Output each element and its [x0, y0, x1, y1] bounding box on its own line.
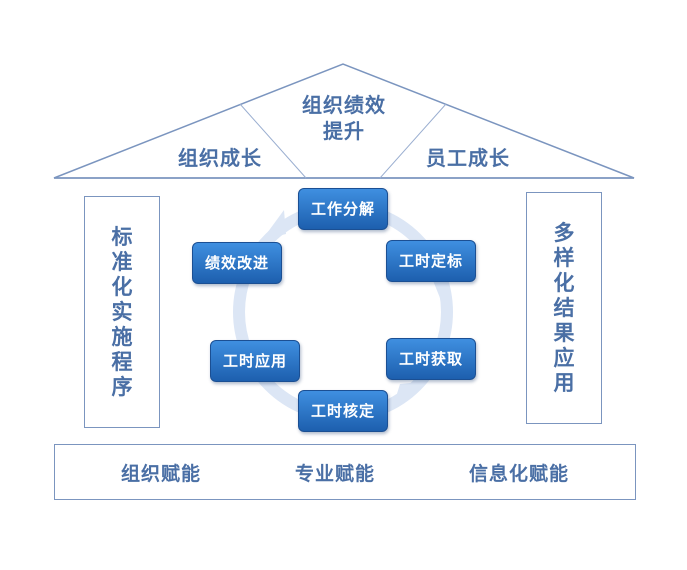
- roof-divider-right: [379, 103, 447, 179]
- foundation-base: 组织赋能 专业赋能 信息化赋能: [54, 444, 636, 500]
- pillar-left-text: 标准化实施程序: [111, 224, 133, 399]
- base-item-it-enablement: 信息化赋能: [469, 463, 570, 485]
- cycle-node-time-application: 工时应用: [210, 340, 300, 382]
- cycle-node-time-acquisition: 工时获取: [386, 338, 476, 380]
- ring-arrow-top-left: [262, 210, 286, 240]
- roof-divider-left: [239, 103, 307, 179]
- roof-right-label: 员工成长: [426, 146, 510, 170]
- roof-center-line2: 提升: [323, 119, 365, 143]
- roof-left-label: 组织成长: [178, 146, 262, 170]
- cycle-node-time-verification: 工时核定: [298, 390, 388, 432]
- cycle-node-work-breakdown: 工作分解: [298, 188, 388, 230]
- pillar-right-text: 多样化结果应用: [553, 220, 575, 395]
- pillar-left: 标准化实施程序: [84, 196, 160, 428]
- ring-arrow-bottom: [392, 382, 420, 410]
- base-item-org-enablement: 组织赋能: [121, 463, 202, 485]
- roof-center-line1: 组织绩效: [302, 93, 386, 117]
- base-item-professional-enablement: 专业赋能: [295, 463, 376, 485]
- roof-center-label: 组织绩效 提升: [284, 92, 404, 144]
- cycle-node-time-standard: 工时定标: [386, 240, 476, 282]
- cycle-node-performance-improvement: 绩效改进: [192, 242, 282, 284]
- pillar-right: 多样化结果应用: [526, 192, 602, 424]
